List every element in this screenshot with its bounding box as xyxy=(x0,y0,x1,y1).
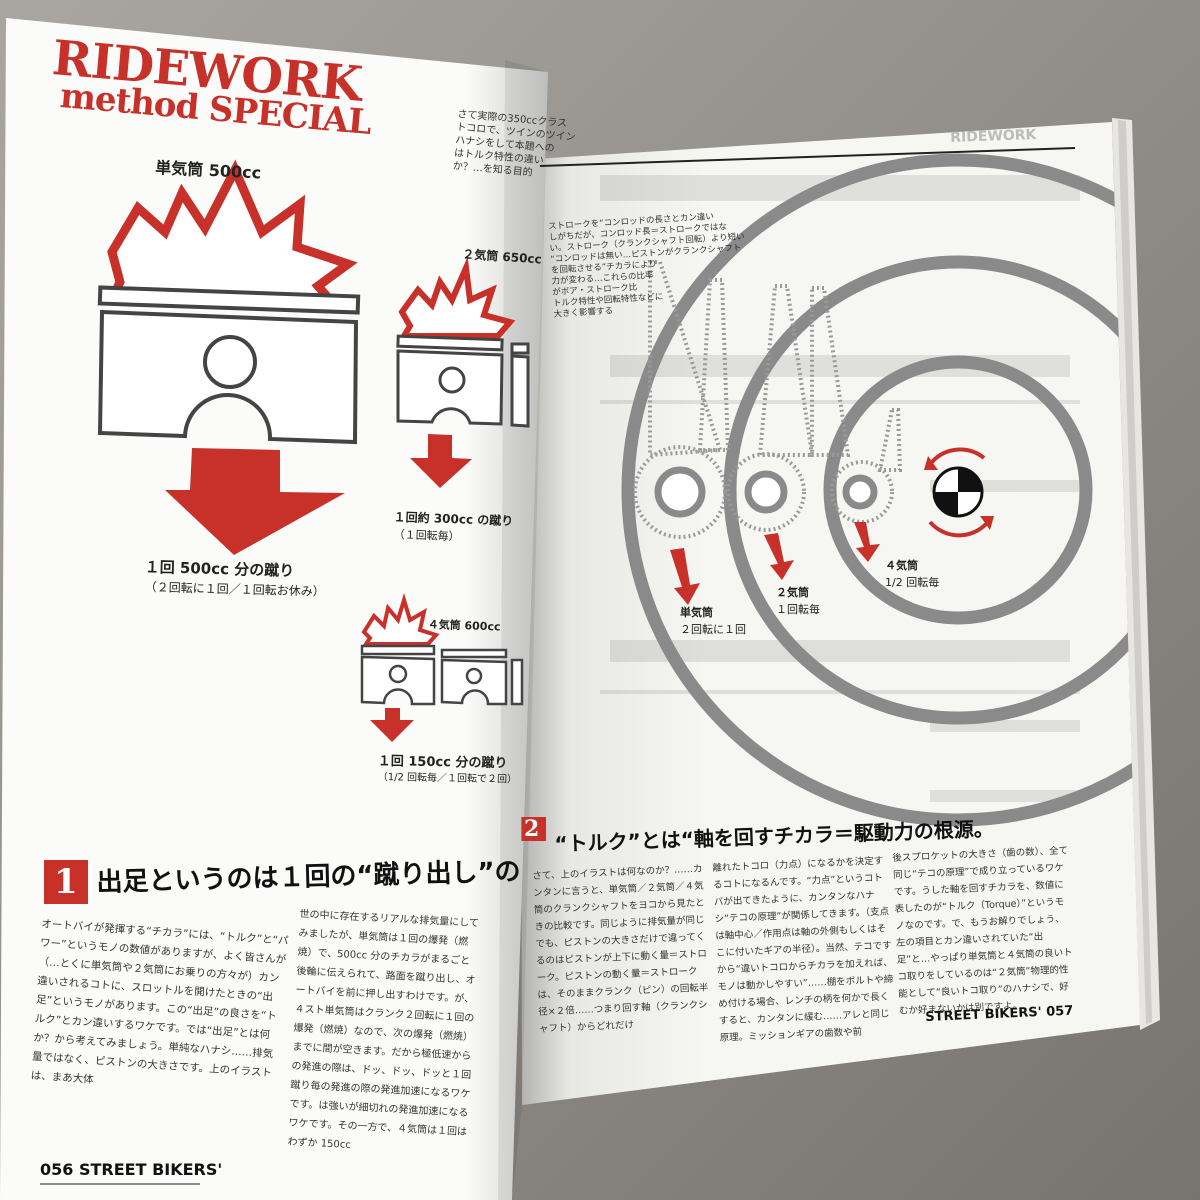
right-body-col1: さて、上のイラストは何なのか？……カンタンに言うと、単気筒／２気筒／４気筒のクラ… xyxy=(532,863,709,1035)
diagram-four-label: ４気筒 xyxy=(885,559,918,572)
section-1-number: 1 xyxy=(54,862,78,902)
four-caption-sub: （1/2 回転毎／１回転で２回） xyxy=(377,771,518,786)
left-body-col1: オートバイが発揮する“チカラ”には、“トルク”と“パワー”というモノの数値があり… xyxy=(30,917,289,1086)
intro-text: さて実際の350ccクラス トコロで、ツインのツイン ハナシをして本題への はト… xyxy=(452,108,576,179)
right-body-col3: 後スプロケットの大きさ（歯の数）、全て同じ“テコの原理”で成り立っているワケです… xyxy=(892,845,1073,1017)
diagram-four-sub: 1/2 回転毎 xyxy=(885,576,940,589)
diagram-twin-sub: １回転毎 xyxy=(776,603,820,616)
right-body-col2: 離れたトコロ（力点）になるかを決定するコトになるんです。“力点”というコトバが出… xyxy=(712,855,894,1044)
diagram-single-sub: ２回転に１回 xyxy=(680,623,746,636)
left-folio: 056 STREET BIKERS' xyxy=(40,1160,223,1179)
right-small-text: ストロークを“コンロッドの長さとカン違い しがちだが、コンロッド長＝ストロークで… xyxy=(548,211,745,320)
left-body-col2: 世の中に存在するリアルな排気量にしてみましたが、単気筒は１回の爆発（燃焼）で、5… xyxy=(287,908,480,1151)
diagram-twin-label: ２気筒 xyxy=(776,586,809,599)
diagram-single-label: 単気筒 xyxy=(680,606,713,619)
single-caption: １回 500cc 分の蹴り xyxy=(144,557,295,580)
right-running-head: RIDEWORK xyxy=(950,126,1037,146)
section-2-number: 2 xyxy=(524,816,539,842)
four-cylinder-label: ４気筒 600cc xyxy=(427,617,501,634)
twin-caption-sub: （１回転毎） xyxy=(393,527,460,544)
